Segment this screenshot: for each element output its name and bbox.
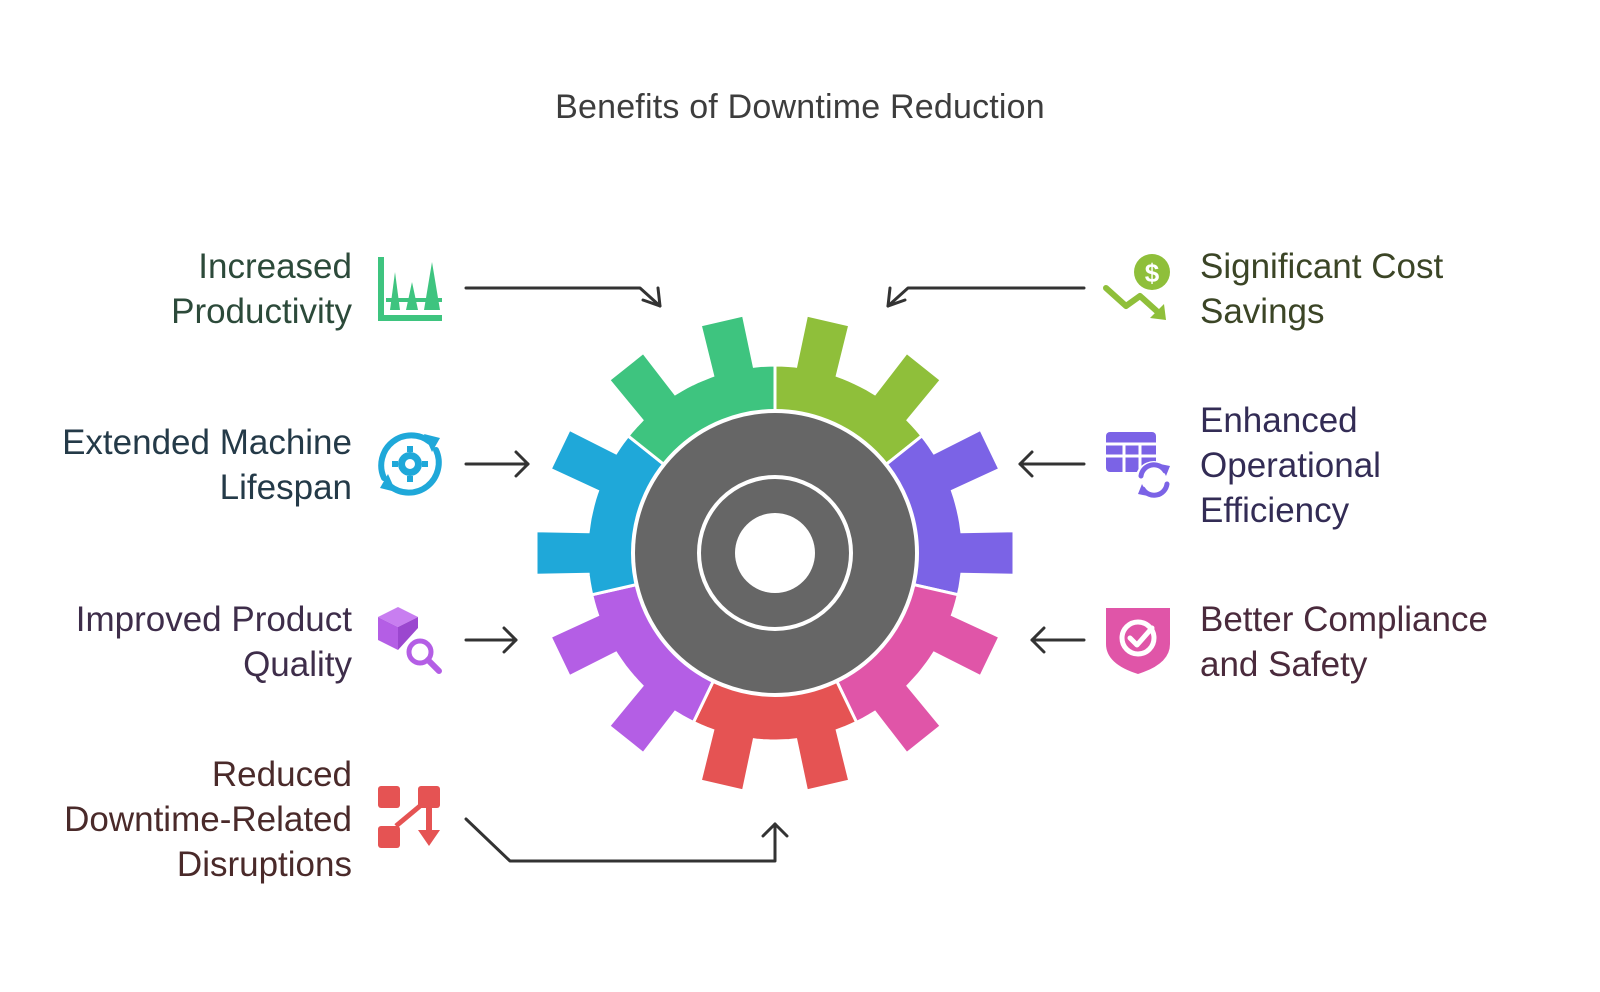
label-line: Lifespan bbox=[219, 468, 352, 507]
label-line: Efficiency bbox=[1200, 491, 1350, 530]
shield-check-icon bbox=[1106, 608, 1170, 674]
arrow-significant-cost-savings bbox=[886, 286, 1086, 308]
label-improved-product-quality: Improved Product Quality bbox=[76, 597, 352, 687]
label-line: Downtime-Related bbox=[64, 800, 352, 839]
label-line: Extended Machine bbox=[62, 423, 352, 462]
arrow-reduced-disruptions bbox=[464, 817, 789, 863]
svg-text:$: $ bbox=[1145, 258, 1160, 288]
label-line: Significant Cost bbox=[1200, 247, 1444, 286]
arrow-extended-machine-lifespan bbox=[464, 450, 530, 478]
label-line: Savings bbox=[1200, 292, 1325, 331]
label-line: Quality bbox=[243, 645, 352, 684]
label-line: Increased bbox=[198, 247, 352, 286]
label-line: Better Compliance bbox=[1200, 600, 1488, 639]
arrow-improved-product-quality bbox=[464, 626, 518, 654]
label-line: Improved Product bbox=[75, 600, 352, 639]
label-enhanced-operational-efficiency: Enhanced Operational Efficiency bbox=[1200, 398, 1381, 533]
gear-cycle-icon bbox=[378, 432, 442, 496]
dollar-down-trend-icon: $ bbox=[1103, 254, 1170, 320]
label-extended-machine-lifespan: Extended Machine Lifespan bbox=[62, 420, 352, 510]
box-magnifier-icon bbox=[378, 607, 442, 674]
label-line: Operational bbox=[1200, 446, 1381, 485]
label-line: Disruptions bbox=[176, 845, 352, 884]
label-reduced-disruptions: Reduced Downtime-Related Disruptions bbox=[64, 752, 352, 887]
label-increased-productivity: Increased Productivity bbox=[171, 244, 352, 334]
diagram-title: Benefits of Downtime Reduction bbox=[555, 88, 1045, 126]
arrow-better-compliance-safety bbox=[1030, 626, 1086, 654]
label-line: Productivity bbox=[171, 292, 352, 331]
gear-hub bbox=[735, 513, 815, 593]
table-refresh-icon bbox=[1106, 432, 1173, 499]
label-line: and Safety bbox=[1200, 645, 1368, 684]
label-better-compliance-safety: Better Compliance and Safety bbox=[1200, 597, 1488, 687]
label-line: Enhanced bbox=[1200, 401, 1358, 440]
flow-arrows-icon bbox=[378, 786, 440, 848]
arrow-enhanced-operational-efficiency bbox=[1018, 450, 1086, 478]
bar-chart-icon bbox=[378, 257, 442, 321]
label-line: Reduced bbox=[211, 755, 352, 794]
label-significant-cost-savings: Significant Cost Savings bbox=[1200, 244, 1443, 334]
arrow-increased-productivity bbox=[464, 286, 662, 308]
